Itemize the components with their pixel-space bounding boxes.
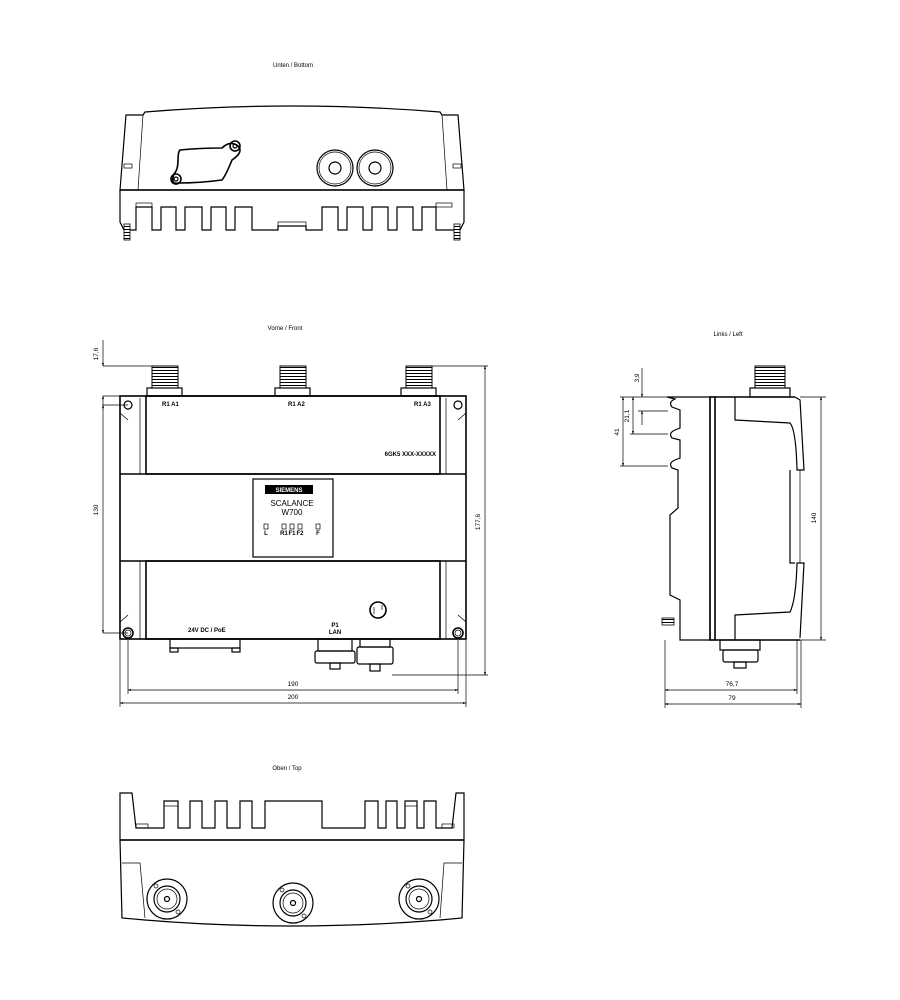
- cover-plate: [171, 142, 241, 185]
- dim-slot-pitch: 21,1: [624, 409, 631, 422]
- label-plate: [252, 478, 334, 558]
- mounting-hole-icon: [453, 400, 463, 410]
- antenna-base-icon: [398, 878, 440, 920]
- bottom-view-title: Unten / Bottom: [273, 63, 313, 69]
- svg-text:F2: F2: [296, 531, 304, 537]
- antenna-label-a2: R1 A2: [288, 402, 305, 408]
- top-view: Oben / Top: [119, 766, 465, 927]
- dim-depth-inner: 76,7: [726, 681, 739, 688]
- dim-total-height: 177,6: [475, 513, 482, 530]
- lan-port-connector: [317, 638, 353, 652]
- cable-gland-icon: [316, 149, 354, 187]
- svg-text:SIEMENS: SIEMENS: [275, 488, 302, 494]
- dim-mount-width: 190: [288, 681, 299, 688]
- top-view-title: Oben / Top: [272, 766, 302, 772]
- din-rail-clip: [666, 396, 711, 641]
- antenna-label-a3: R1 A3: [414, 402, 431, 408]
- left-view-title: Links / Left: [713, 332, 742, 338]
- screw-icon: [229, 140, 241, 152]
- antenna-base-icon: [272, 882, 314, 924]
- screw-thread-icon: [123, 223, 131, 241]
- product-name: SCALANCE: [270, 499, 313, 508]
- bottom-view: Unten / Bottom: [119, 63, 465, 241]
- left-view: Links / Left 3,9 21,1 41: [614, 332, 826, 708]
- siemens-logo: [265, 485, 313, 494]
- dim-inner-height: 130: [93, 504, 100, 515]
- screw-thread-icon: [453, 223, 461, 241]
- power-connector: [356, 646, 394, 665]
- dim-depth-total: 79: [728, 695, 736, 702]
- antenna-base-icon: [146, 878, 188, 920]
- dim-slot-span: 41: [614, 428, 621, 436]
- part-number: 6GK5 XXX-XXXXX: [385, 452, 436, 458]
- port-label-p1: P1: [331, 623, 339, 629]
- product-model: W700: [282, 508, 303, 517]
- power-label: 24V DC / PoE: [188, 628, 226, 634]
- antenna-connector-icon: [274, 365, 311, 397]
- led-indicators: L R1 F1 F2 F: [263, 523, 321, 537]
- front-view: Vorne / Front R1 A1 R1 A2: [93, 326, 488, 707]
- svg-text:F1: F1: [288, 531, 296, 537]
- mounting-hole-icon: [452, 627, 464, 639]
- svg-text:L: L: [264, 531, 268, 537]
- antenna-connector-icon: [754, 365, 786, 389]
- front-view-title: Vorne / Front: [268, 326, 303, 332]
- ground-connector-icon: [369, 601, 387, 619]
- antenna-connector-icon: [146, 365, 183, 397]
- svg-text:R1: R1: [280, 531, 288, 537]
- screw-icon: [170, 173, 182, 185]
- dim-total-width: 200: [288, 694, 299, 701]
- dim-slot-offset: 3,9: [634, 373, 641, 382]
- cable-gland-icon: [356, 149, 394, 187]
- antenna-label-a1: R1 A1: [162, 402, 179, 408]
- dim-left-height: 140: [811, 512, 818, 523]
- dim-top-offset: 17,6: [93, 347, 100, 360]
- screw-thread-icon: [661, 617, 675, 626]
- antenna-connector-icon: [400, 365, 437, 397]
- svg-text:F: F: [316, 531, 320, 537]
- port-label-lan: LAN: [329, 630, 341, 636]
